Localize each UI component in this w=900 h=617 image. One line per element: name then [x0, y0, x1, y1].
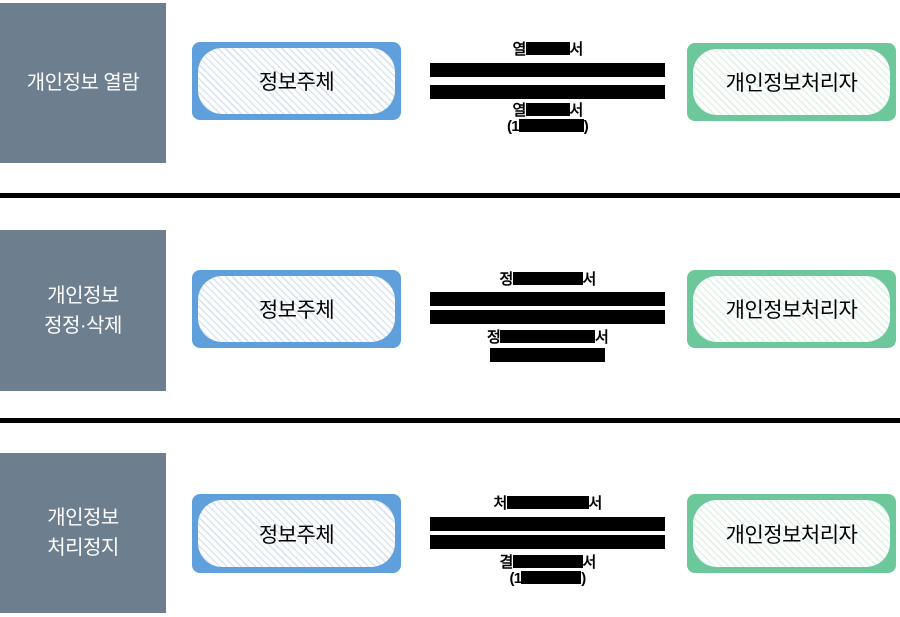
processor-box: 개인정보처리자	[687, 43, 896, 121]
category-box-view: 개인정보 열람	[0, 3, 166, 163]
category-label-line1: 개인정보	[47, 507, 119, 529]
category-label-line1: 개인정보	[47, 284, 119, 307]
subject-box: 정보주체	[192, 494, 401, 573]
flow-label-deadline: (1)	[507, 118, 589, 135]
processor-label: 개인정보처리자	[693, 49, 890, 115]
processor-box: 개인정보처리자	[687, 494, 896, 573]
redaction-bar-arrow	[430, 535, 665, 549]
redaction-bar	[512, 272, 583, 285]
redaction-bar	[525, 42, 570, 55]
redaction-bar-arrow	[430, 310, 665, 324]
redaction-bar	[521, 571, 582, 584]
redaction-bar-arrow	[430, 63, 665, 77]
redaction-bar-arrow	[430, 517, 665, 531]
subject-label: 정보주체	[198, 276, 395, 342]
redaction-bar-arrow	[430, 292, 665, 306]
category-box-correct-delete: 개인정보 정정·삭제	[0, 230, 166, 391]
subject-box: 정보주체	[192, 270, 401, 348]
subject-label: 정보주체	[198, 48, 395, 114]
redaction-bar-deadline	[490, 348, 605, 362]
category-label-line2: 정정·삭제	[44, 314, 122, 337]
category-label-line2: 처리정지	[47, 537, 119, 559]
redaction-bar	[500, 330, 595, 343]
flow-label-deadline: (1)	[509, 570, 587, 587]
subject-label: 정보주체	[198, 500, 395, 567]
processor-label: 개인정보처리자	[693, 276, 890, 342]
processor-box: 개인정보처리자	[687, 270, 896, 348]
subject-box: 정보주체	[192, 42, 401, 120]
category-label-line1: 개인정보 열람	[26, 72, 140, 94]
redaction-bar	[506, 496, 589, 509]
section-divider	[0, 418, 900, 423]
redaction-bar	[518, 119, 584, 132]
processor-label: 개인정보처리자	[693, 500, 890, 567]
redaction-bar	[525, 103, 570, 116]
redaction-bar	[512, 555, 583, 568]
section-divider	[0, 193, 900, 198]
redaction-bar-arrow	[430, 85, 665, 99]
category-box-stop-processing: 개인정보 처리정지	[0, 453, 166, 613]
